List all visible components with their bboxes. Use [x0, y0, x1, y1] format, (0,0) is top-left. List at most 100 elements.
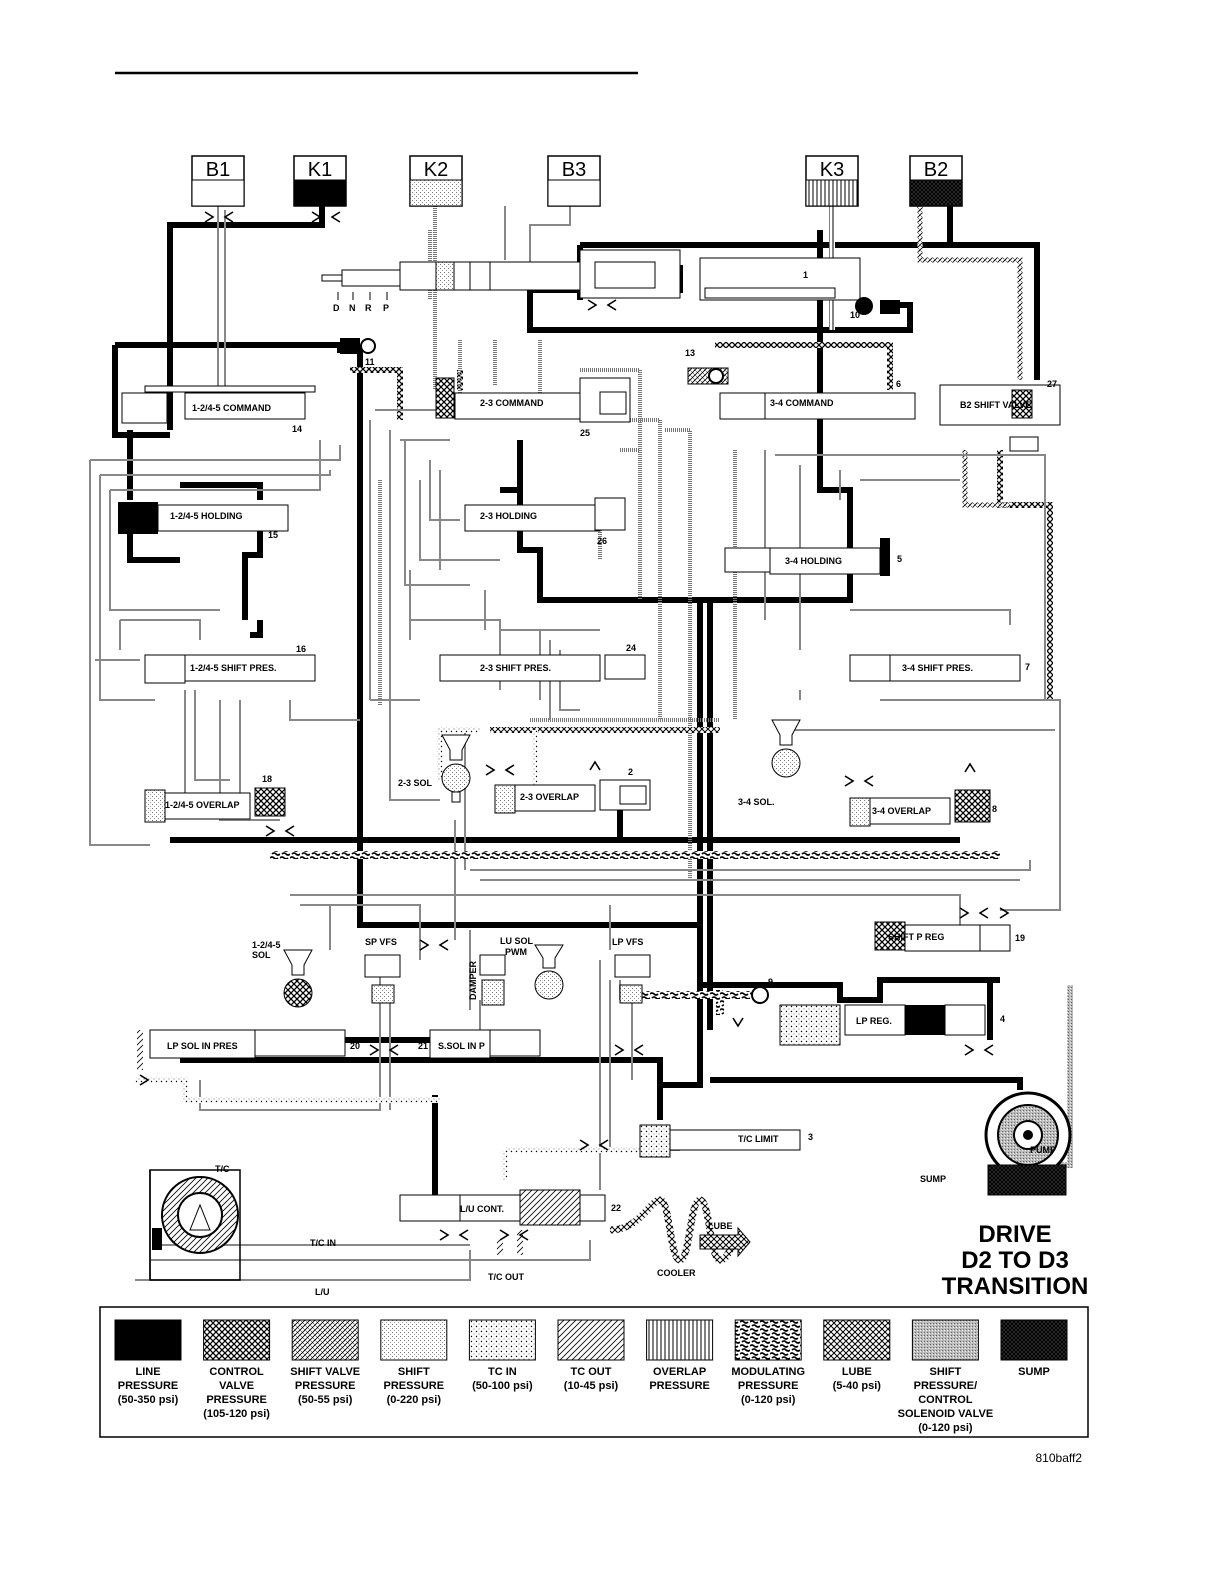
solenoid-34	[771, 719, 801, 778]
legend-label: (50-350 psi)	[118, 1394, 179, 1406]
callout-8: 8	[992, 804, 997, 814]
callout-19: 19	[1015, 933, 1025, 943]
callout-22: 22	[611, 1203, 621, 1213]
callout-6: 6	[896, 379, 901, 389]
valve-bodies	[118, 249, 1072, 1281]
valve-34-overlap	[849, 789, 991, 827]
label-23-overlap: 2-3 OVERLAP	[520, 792, 579, 802]
title-line1: DRIVE	[978, 1221, 1051, 1248]
legend-label: (105-120 psi)	[203, 1408, 270, 1420]
clutch-label: K3	[820, 159, 844, 181]
legend-label: (50-55 psi)	[298, 1394, 353, 1406]
legend-label: OVERLAP	[653, 1366, 706, 1378]
callout-11: 11	[365, 357, 375, 367]
label-23-holding: 2-3 HOLDING	[480, 511, 537, 521]
callout-15: 15	[268, 530, 278, 540]
label-s-sol-in-p: S.SOL IN P	[438, 1041, 485, 1051]
legend-item-line: LINE PRESSURE (50-350 psi)	[114, 1319, 182, 1406]
label-lu-cont: L/U CONT.	[460, 1204, 504, 1214]
legend-label: (0-120 psi)	[918, 1422, 973, 1434]
legend-swatch	[734, 1319, 802, 1361]
callout-7: 7	[1025, 662, 1030, 672]
lp-sol-in-pres-valve	[149, 1029, 346, 1059]
legend-label: LINE	[135, 1366, 160, 1378]
legend-label: CONTROL	[918, 1394, 973, 1406]
label-1245-sol-l2: SOL	[252, 950, 271, 960]
label-34-shift-pres: 3-4 SHIFT PRES.	[902, 663, 973, 673]
label-lp-reg: LP REG.	[856, 1016, 892, 1026]
label-1245-holding: 1-2/4-5 HOLDING	[170, 511, 243, 521]
lu-sol-pwm	[534, 944, 564, 1000]
selector-r: R	[365, 303, 372, 313]
label-damper: DAMPER	[468, 960, 478, 1000]
label-cooler: COOLER	[657, 1268, 696, 1278]
label-tc-limit: T/C LIMIT	[738, 1134, 779, 1144]
clutch-k1: K1	[293, 155, 347, 207]
numeric-callouts: 1 2 3 4 5 6 7 8 9 10 11 13 14 15 16 18 1…	[262, 270, 1057, 1213]
legend-item-modulating: MODULATING PRESSURE (0-120 psi)	[731, 1319, 805, 1406]
legend-swatch	[114, 1319, 182, 1361]
legend-label: (0-120 psi)	[741, 1394, 796, 1406]
callout-24: 24	[626, 643, 636, 653]
legend-label: PRESSURE	[649, 1380, 710, 1392]
valve-1245-shift-pres	[144, 654, 316, 684]
clutch-label: B2	[924, 159, 948, 181]
lube-arrow	[699, 1226, 751, 1258]
label-34-command: 3-4 COMMAND	[770, 398, 834, 408]
legend-label: PRESSURE	[384, 1380, 445, 1392]
legend-label: SOLENOID VALVE	[898, 1408, 994, 1420]
legend-label: (0-220 psi)	[387, 1394, 442, 1406]
label-34-overlap: 3-4 OVERLAP	[872, 806, 931, 816]
valve-23-holding	[464, 497, 626, 532]
valve-34-shift-pres	[849, 654, 1021, 682]
label-lube: LUBE	[708, 1221, 733, 1231]
legend-label: SUMP	[1018, 1366, 1050, 1378]
callout-14: 14	[292, 424, 302, 434]
label-1245-shift-pres: 1-2/4-5 SHIFT PRES.	[190, 663, 277, 673]
legend-label: MODULATING	[731, 1366, 805, 1378]
callout-4: 4	[1000, 1014, 1005, 1024]
label-1245-command: 1-2/4-5 COMMAND	[192, 403, 272, 413]
valve-23-shift-pres	[439, 654, 646, 682]
legend-swatch	[1000, 1319, 1068, 1361]
title-line3: TRANSITION	[942, 1273, 1089, 1300]
solenoid-1245	[283, 949, 313, 1008]
s-sol-in-p-valve	[429, 1029, 541, 1059]
manual-valve	[321, 261, 601, 300]
clutch-k3: K3	[805, 155, 859, 207]
legend-label: PRESSURE	[738, 1380, 799, 1392]
check-ball-10	[855, 297, 873, 315]
clutch-b3: B3	[547, 155, 601, 207]
legend-swatch	[823, 1319, 891, 1361]
damper	[479, 954, 506, 1006]
valve-1-body	[579, 249, 861, 301]
pump	[984, 1091, 1072, 1179]
legend-item-tcout: TC OUT(10-45 psi)	[557, 1319, 625, 1392]
selector-d: D	[333, 303, 340, 313]
check-ball-11	[360, 338, 376, 354]
lp-vfs-solenoid	[614, 954, 651, 1004]
legend-label: SHIFT VALVE	[290, 1366, 360, 1378]
valve-23-command	[435, 377, 631, 423]
label-lu-sol-l2: PWM	[505, 947, 527, 957]
label-34-sol: 3-4 SOL.	[738, 797, 775, 807]
clutch-label: K2	[424, 159, 448, 181]
clutch-b2: B2	[909, 155, 963, 207]
legend-item-lube: LUBE (5-40 psi)	[823, 1319, 891, 1392]
legend-label: (5-40 psi)	[833, 1380, 882, 1392]
figure-id: 810baff2	[1036, 1451, 1083, 1465]
legend-label: LUBE	[842, 1366, 872, 1378]
callout-5: 5	[897, 554, 902, 564]
legend-label: PRESSURE	[118, 1380, 179, 1392]
lu-cont-valve	[399, 1189, 606, 1226]
diagram-title: DRIVE D2 TO D3 TRANSITION	[942, 1221, 1089, 1300]
label-tc: T/C	[215, 1164, 230, 1174]
b2-shift-valve	[939, 384, 1061, 452]
valve-labels: D N R P 1-2/4-5 COMMAND 2-3 COMMAND 3-4 …	[165, 303, 1056, 1297]
valve-34-command	[719, 392, 916, 420]
